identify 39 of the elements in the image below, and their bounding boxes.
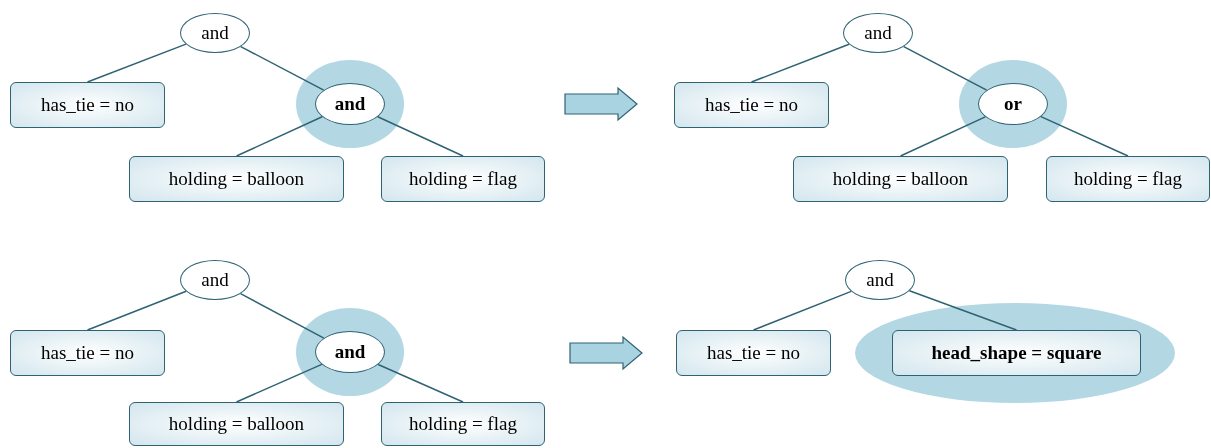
condition-label: holding = flag — [409, 168, 517, 190]
operator-ellipse — [843, 13, 913, 53]
condition-box — [10, 330, 165, 376]
operator-label: and — [334, 93, 366, 115]
condition-box — [793, 156, 1008, 202]
operator-ellipse — [180, 13, 250, 53]
condition-label: holding = flag — [1074, 168, 1182, 190]
condition-label: has_tie = no — [40, 342, 134, 364]
condition-box — [1046, 156, 1210, 202]
condition-label: has_tie = no — [706, 342, 800, 364]
operator-label: and — [201, 269, 229, 291]
condition-label: has_tie = no — [704, 94, 798, 116]
operator-label: and — [864, 22, 892, 44]
operator-label: and — [201, 22, 229, 44]
operator-label: and — [866, 269, 894, 291]
condition-label: holding = balloon — [168, 168, 305, 190]
operator-ellipse — [180, 260, 250, 300]
condition-box — [381, 156, 545, 202]
condition-box — [10, 82, 165, 128]
connector-line — [240, 45, 325, 91]
condition-label: holding = flag — [409, 413, 517, 435]
connector-line — [750, 43, 850, 83]
condition-label: holding = balloon — [168, 413, 305, 435]
condition-label: has_tie = no — [40, 94, 134, 116]
condition-box — [381, 402, 545, 446]
condition-label: holding = balloon — [832, 168, 969, 190]
operator-label: or — [1004, 93, 1022, 115]
operator-label: and — [334, 341, 366, 363]
condition-box — [129, 402, 344, 446]
condition-box — [892, 330, 1141, 376]
condition-label: head_shape = square — [931, 342, 1102, 364]
condition-box — [674, 82, 829, 128]
connector-line — [903, 45, 988, 91]
connector-line — [752, 290, 852, 331]
connector-line — [86, 290, 187, 331]
connector-line — [239, 292, 325, 339]
condition-box — [129, 156, 344, 202]
condition-box — [676, 330, 831, 376]
operator-ellipse — [845, 260, 915, 300]
